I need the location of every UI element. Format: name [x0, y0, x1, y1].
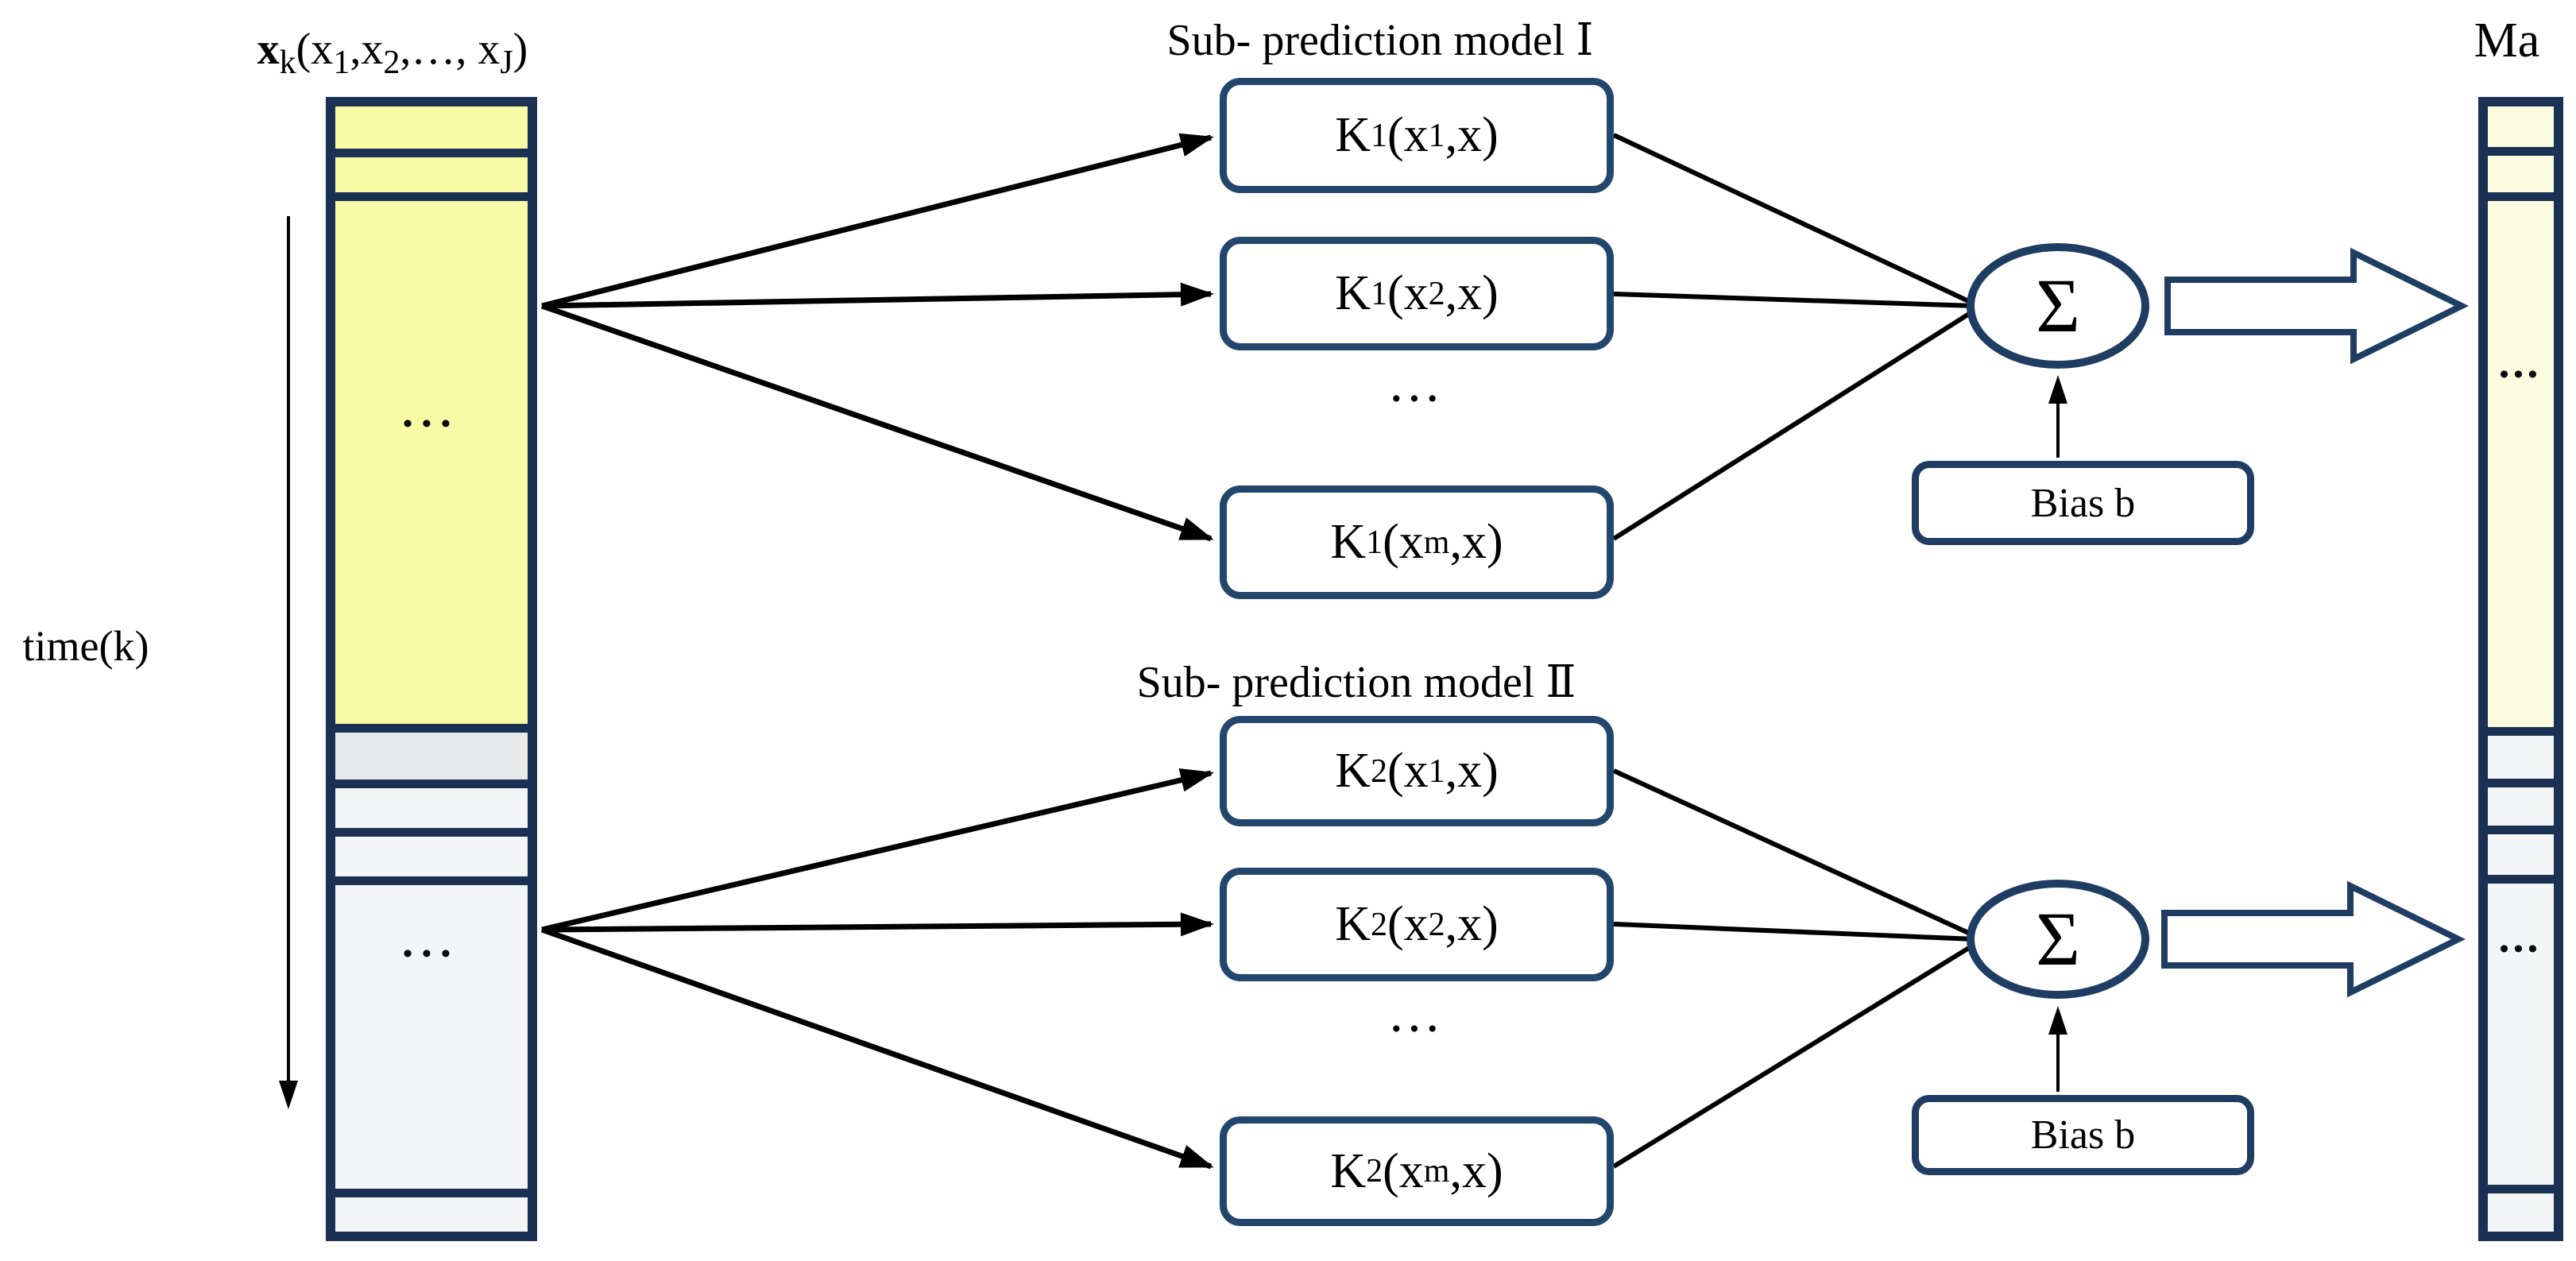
vector-segment	[335, 837, 528, 876]
vector-segment	[2488, 156, 2554, 192]
kernel-ellipsis-model1: ···	[1389, 376, 1445, 420]
vector-segment	[335, 733, 528, 779]
model2-title: Sub- prediction model Ⅱ	[1136, 658, 1576, 707]
model1-title: Sub- prediction model Ⅰ	[1166, 16, 1594, 65]
segment-divider	[2488, 727, 2554, 736]
bias-box-model2: Bias b	[1912, 1095, 2254, 1175]
segment-divider	[2488, 192, 2554, 201]
segment-divider	[335, 192, 528, 201]
segment-divider	[335, 724, 528, 733]
bias-label: Bias b	[2030, 1112, 2136, 1158]
vector-segment: •••	[335, 885, 528, 1189]
bias-label: Bias b	[2030, 480, 2136, 526]
ellipsis: •••	[2499, 360, 2543, 389]
input-vector-column: ••• •••	[326, 97, 537, 1241]
kernel-ellipsis-model2: ···	[1389, 1006, 1445, 1050]
time-label: time(k)	[22, 622, 149, 670]
vector-segment	[335, 788, 528, 828]
bias-box-model1: Bias b	[1912, 461, 2254, 545]
model1-input-arrows	[540, 133, 1214, 542]
output-arrow-model2	[2161, 880, 2466, 998]
sum-node-model1	[1967, 243, 2149, 369]
segment-divider	[335, 828, 528, 837]
model2-sum-lines	[1612, 768, 1977, 1169]
sum-node-model2	[1967, 880, 2149, 999]
vector-segment	[2488, 736, 2554, 779]
segment-divider	[2488, 826, 2554, 834]
output-vector-label: Ma	[2474, 14, 2540, 68]
segment-divider	[2488, 875, 2554, 884]
segment-divider	[335, 1189, 528, 1197]
input-vector-label: xk(x1,x2,…, xJ)	[257, 25, 528, 82]
output-arrow-model1	[2164, 247, 2470, 365]
model2-input-arrows	[540, 768, 1214, 1170]
segment-divider	[2488, 147, 2554, 156]
segment-divider	[2488, 779, 2554, 787]
vector-segment	[2488, 106, 2554, 147]
vector-segment: •••	[2488, 201, 2554, 727]
sigma-symbol-model2: Σ	[2036, 896, 2080, 981]
ellipsis: •••	[2499, 934, 2543, 964]
vector-segment	[2488, 1193, 2554, 1232]
ellipsis: •••	[403, 409, 460, 439]
sigma-symbol-model1: Σ	[2036, 263, 2080, 348]
input-label-x: x	[257, 25, 280, 74]
vector-segment	[2488, 787, 2554, 826]
vector-segment: •••	[2488, 884, 2554, 1185]
segment-divider	[335, 149, 528, 157]
model1-sum-lines	[1612, 133, 1977, 541]
segment-divider	[335, 876, 528, 885]
vector-segment: •••	[335, 201, 528, 724]
output-vector-column: ••• •••	[2478, 97, 2563, 1241]
vector-segment	[2488, 834, 2554, 875]
vector-segment	[335, 157, 528, 192]
segment-divider	[2488, 1185, 2554, 1193]
vector-segment	[335, 106, 528, 149]
vector-segment	[335, 1197, 528, 1232]
segment-divider	[335, 779, 528, 788]
ellipsis: •••	[403, 939, 460, 969]
